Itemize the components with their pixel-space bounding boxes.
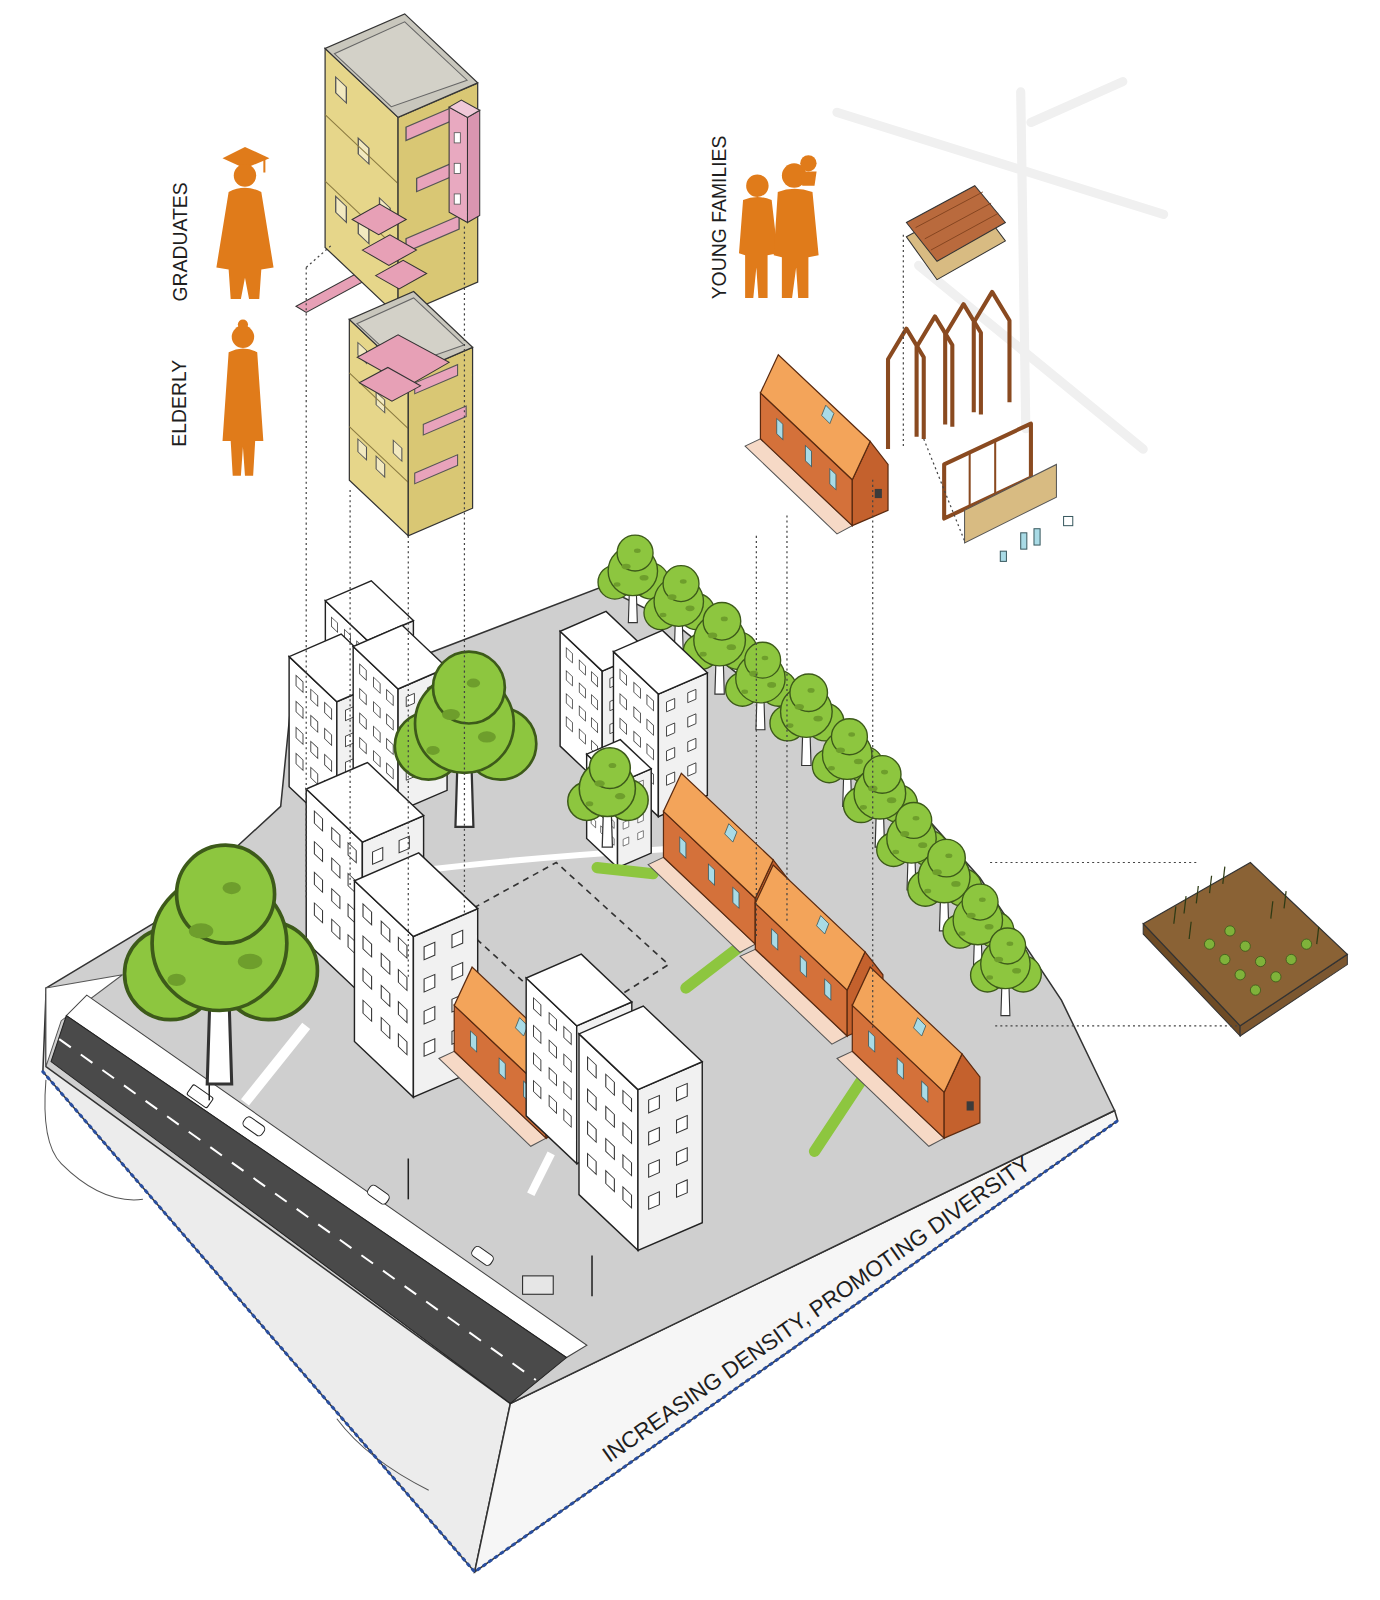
ground-block [43, 587, 1118, 1572]
exploded-apartment [296, 14, 480, 536]
apartment-blocks-front [306, 762, 702, 1250]
group-label: GRADUATES [171, 182, 192, 301]
large-tree [395, 652, 536, 827]
background-streets [837, 82, 1164, 449]
group-label: ELDERLY [170, 360, 191, 447]
exploded-house [745, 186, 1073, 562]
large-tree [125, 845, 318, 1084]
urban-farm [1143, 862, 1347, 1036]
block-outline [43, 1072, 1118, 1572]
leader-lines [306, 227, 1240, 1031]
group-label: YOUNG FAMILIES [710, 136, 731, 300]
small-tree [568, 748, 648, 848]
